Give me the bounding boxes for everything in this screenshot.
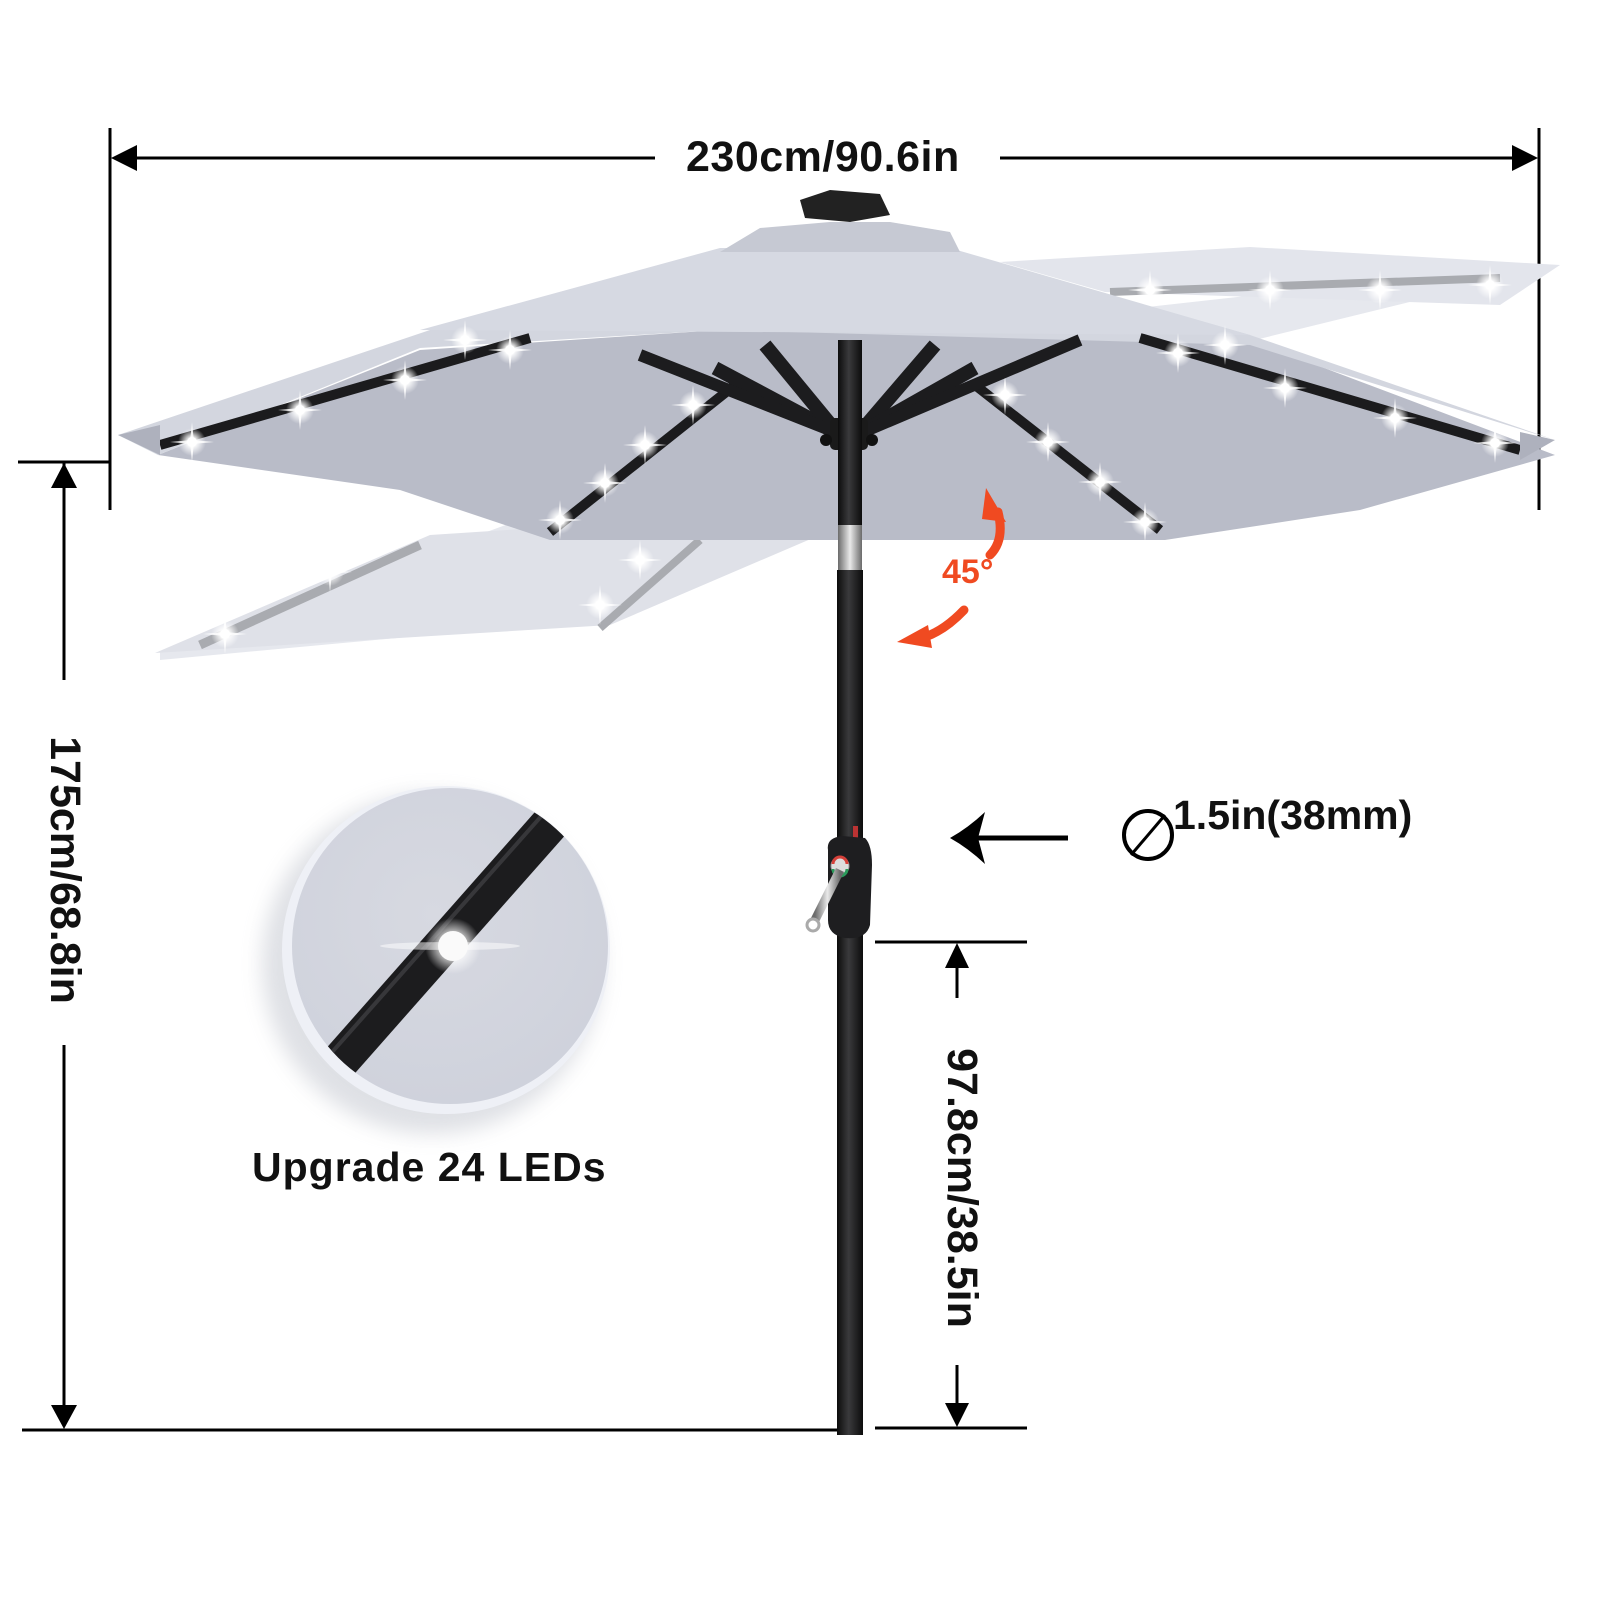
led-closeup: [262, 786, 610, 1134]
umbrella-pole: [837, 340, 863, 1435]
tilt-angle-label: 45°: [942, 553, 994, 591]
width-dimension: [108, 128, 1541, 510]
arrowhead-up-icon: [51, 463, 77, 488]
crank-height-dimension: [875, 940, 1027, 1430]
canopy-width-label: 230cm/90.6in: [676, 133, 970, 182]
arrowhead-left-icon: [111, 145, 137, 171]
solar-panel: [800, 190, 890, 222]
height-dimension: [18, 460, 842, 1432]
main-canopy: [118, 190, 1555, 542]
diameter-symbol-icon: [1122, 809, 1174, 861]
left-arrow-icon: [950, 812, 1068, 864]
curved-double-arrow-icon: [897, 488, 1006, 648]
arrowhead-down-icon: [51, 1405, 77, 1429]
crank-handle: [805, 836, 872, 939]
crank-height-label: 97.8cm/38.5in: [938, 1048, 987, 1328]
overall-height-label-wrap: 175cm/68.8in: [35, 705, 95, 1035]
arrowhead-up-icon: [945, 943, 969, 968]
crank-height-label-wrap: 97.8cm/38.5in: [932, 1023, 992, 1353]
pole-diameter-label: 1.5in(38mm): [1173, 792, 1413, 838]
overall-height-label: 175cm/68.8in: [41, 736, 90, 1004]
arrowhead-right-icon: [1512, 145, 1538, 171]
arrowhead-down-icon: [945, 1403, 969, 1427]
led-feature-caption: Upgrade 24 LEDs: [252, 1144, 607, 1190]
